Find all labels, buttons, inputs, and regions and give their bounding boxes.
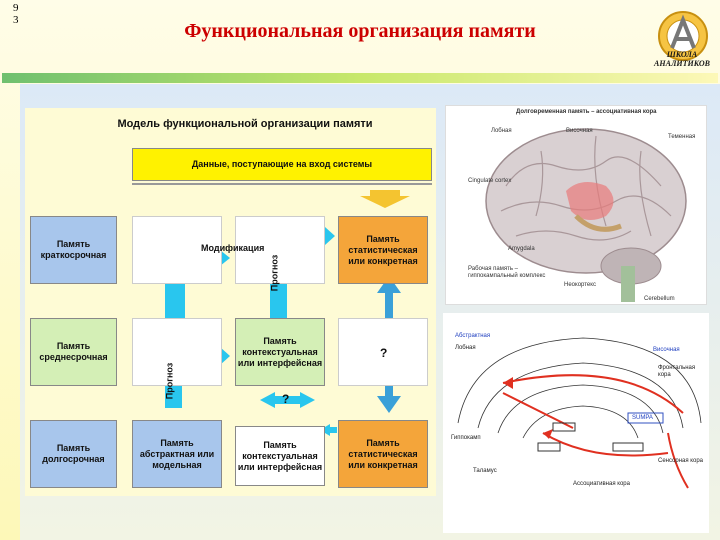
question-mark-1: ? [380,346,388,360]
brain-label-frontal: Лобная [491,128,512,134]
contextual-box-bottom: Память контекстуальная или интерфейсная [235,426,325,486]
diagram-label-3: Фронтальная кора [658,365,696,378]
contextual-box-mid: Память контекстуальная или интерфейсная [235,318,325,386]
slide-title: Функциональная организация памяти [184,20,536,42]
logo-text-line2: АНАЛИТИКОВ [654,59,710,68]
right-arrow-bottom [320,424,337,436]
logo-text-line1: ШКОЛА [666,50,698,59]
statistical-box-bottom: Память статистическая или конкретная [338,420,428,488]
white-cell-r1b [235,216,325,284]
diagram-label-0: Абстрактная [455,333,491,339]
white-cell-r1 [132,216,222,284]
brain-label-parietal: Теменная [668,134,696,140]
slide-number-line1: 9 [13,2,19,14]
brain-label-temporal: Височная [566,128,593,134]
short-term-box: Память краткосрочная [30,216,117,284]
statistical-box-top: Память статистическая или конкретная [338,216,428,284]
diagram-label-6: Ассоциативная кора [573,481,630,487]
slide-number: 9 3 [13,2,19,26]
pathway-diagram [457,337,702,489]
forecast-label-2: Прогноз [164,362,175,400]
brain-icon [485,128,687,302]
brain-label-cerebellum: Cerebellum [644,296,675,302]
brain-label-cingulate: Cingulate cortex [468,178,512,184]
medium-term-box: Память среднесрочная [30,318,117,386]
diagram-label-4: Гиппокамп [451,435,481,441]
abstract-box: Память абстрактная или модельная [132,420,222,488]
modification-label: Модификация [201,243,265,253]
logo-text: ШКОЛА АНАЛИТИКОВ [645,50,719,68]
model-title: Модель функциональной организации памяти [117,118,373,130]
bidirectional-arrow-small [260,392,315,408]
diagram-panel: Абстрактная Лобная Височная Фронтальная … [443,313,709,533]
slide-number-line2: 3 [13,14,19,26]
long-term-box: Память долгосрочная [30,420,117,488]
logo-icon [658,11,708,61]
input-down-arrow [360,190,410,208]
white-cell-r2 [132,318,222,386]
input-data-box: Данные, поступающие на вход системы [132,148,432,181]
brain-panel: Долговременная память – ассоциативная ко… [445,105,707,305]
brain-title: Долговременная память – ассоциативная ко… [516,109,657,115]
white-cell-r2c [338,318,428,386]
header-bar [2,73,718,83]
forecast-label-1: Прогноз [269,254,280,292]
diagram-label-7: Сенсорная кора [658,458,703,464]
diagram-label-2: Височная [653,347,680,353]
diagram-label-1: Лобная [455,345,476,351]
brain-label-working-memory: Рабочая память – гиппокампальный комплек… [468,266,546,279]
question-mark-2: ? [282,392,290,406]
model-panel: Модель функциональной организации памяти… [25,108,436,496]
brain-label-amygdala: Amygdala [508,246,535,252]
diagram-label-5: Таламус [473,468,497,474]
brain-label-neocortex: Неокортекс [564,282,596,288]
diagram-label-8: SUMPA [632,415,653,421]
